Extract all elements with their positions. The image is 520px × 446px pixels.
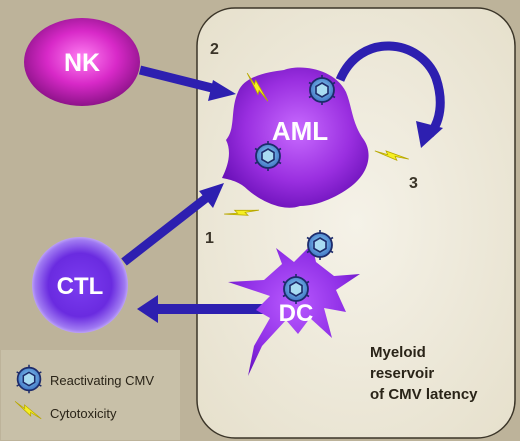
- arrow-aml-self-loop: [335, 41, 445, 148]
- dc-cell: [228, 244, 360, 376]
- step-number-1: 1: [205, 230, 214, 247]
- myeloid-reservoir-box: [196, 7, 516, 439]
- arrow-ctl-to-aml: [121, 183, 224, 266]
- nk-label: NK: [64, 49, 100, 77]
- arrow-nk-to-aml: [138, 65, 236, 101]
- ctl-cell: [32, 237, 128, 333]
- legend-panel: [1, 350, 180, 440]
- legend-cmv-label: Reactivating CMV: [50, 373, 154, 388]
- reservoir-label-line-2: reservoir: [370, 365, 434, 382]
- aml-label: AML: [272, 116, 328, 146]
- legend-cytotoxicity-label: Cytotoxicity: [50, 406, 117, 421]
- reservoir-label-line-1: Myeloid: [370, 344, 426, 361]
- step-number-2: 2: [210, 41, 219, 58]
- arrow-dc-to-ctl: [137, 295, 268, 323]
- nk-cell: [24, 18, 140, 106]
- dc-label: DC: [279, 300, 314, 327]
- ctl-label: CTL: [57, 273, 104, 300]
- reservoir-label-line-3: of CMV latency: [370, 386, 478, 403]
- step-number-3: 3: [409, 175, 418, 192]
- aml-cell: [222, 67, 369, 208]
